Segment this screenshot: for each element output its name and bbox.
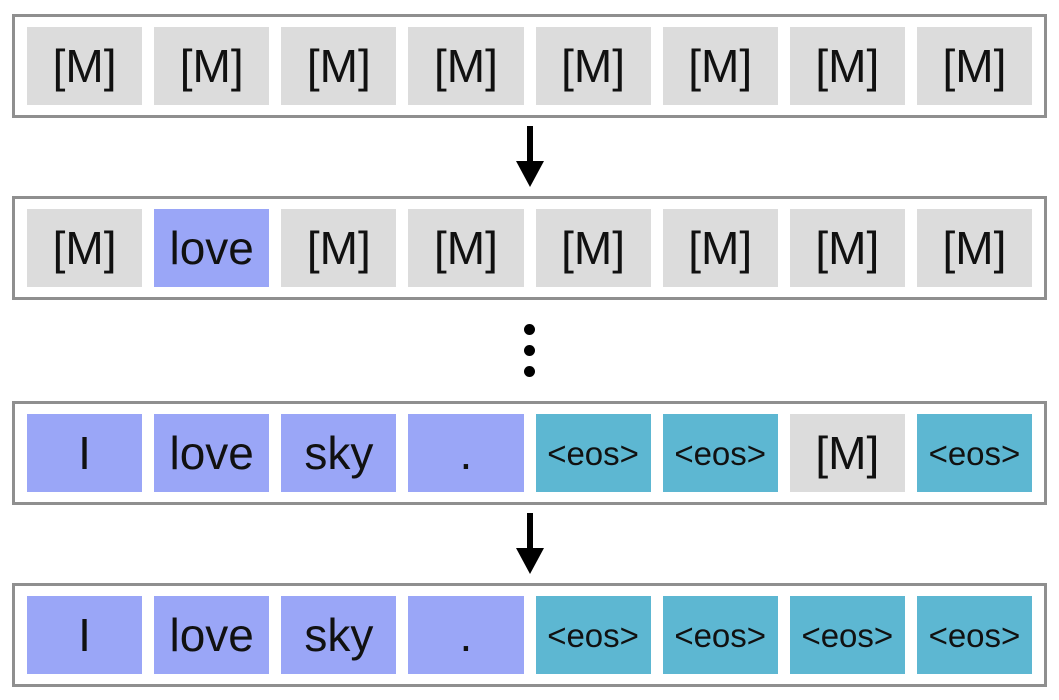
token-cell: [M] bbox=[789, 414, 905, 492]
token-cell: <eos> bbox=[662, 596, 778, 674]
token-cell: [M] bbox=[27, 27, 143, 105]
token-cell: sky bbox=[281, 414, 397, 492]
token-cell: [M] bbox=[789, 27, 905, 105]
token-cell: . bbox=[408, 596, 524, 674]
token-cell: [M] bbox=[662, 27, 778, 105]
token-row-2: [M] love [M] [M] [M] [M] [M] [M] bbox=[12, 196, 1047, 300]
token-cell: [M] bbox=[154, 27, 270, 105]
down-arrow-icon bbox=[0, 505, 1059, 583]
token-row-3: I love sky . <eos> <eos> [M] <eos> bbox=[12, 401, 1047, 505]
token-cell: <eos> bbox=[535, 414, 651, 492]
token-cell: [M] bbox=[535, 209, 651, 287]
vertical-ellipsis-icon bbox=[0, 300, 1059, 401]
token-cell: [M] bbox=[535, 27, 651, 105]
token-cell: <eos> bbox=[916, 414, 1032, 492]
token-row-1: [M] [M] [M] [M] [M] [M] [M] [M] bbox=[12, 14, 1047, 118]
token-cell: [M] bbox=[789, 209, 905, 287]
token-cell: [M] bbox=[916, 27, 1032, 105]
token-cell: [M] bbox=[408, 209, 524, 287]
token-cell: sky bbox=[281, 596, 397, 674]
token-cell: love bbox=[154, 596, 270, 674]
token-cell: . bbox=[408, 414, 524, 492]
token-cell: love bbox=[154, 414, 270, 492]
ellipsis-dot bbox=[524, 324, 535, 335]
token-cell: I bbox=[27, 414, 143, 492]
token-cell: [M] bbox=[408, 27, 524, 105]
token-cell: [M] bbox=[27, 209, 143, 287]
token-cell: love bbox=[154, 209, 270, 287]
token-cell: [M] bbox=[281, 27, 397, 105]
token-cell: <eos> bbox=[535, 596, 651, 674]
ellipsis-dot bbox=[524, 366, 535, 377]
token-cell: <eos> bbox=[789, 596, 905, 674]
token-cell: <eos> bbox=[916, 596, 1032, 674]
token-cell: [M] bbox=[281, 209, 397, 287]
token-row-4: I love sky . <eos> <eos> <eos> <eos> bbox=[12, 583, 1047, 687]
ellipsis-dot bbox=[524, 345, 535, 356]
token-cell: [M] bbox=[916, 209, 1032, 287]
token-cell: <eos> bbox=[662, 414, 778, 492]
down-arrow-icon bbox=[0, 118, 1059, 196]
token-cell: [M] bbox=[662, 209, 778, 287]
token-cell: I bbox=[27, 596, 143, 674]
